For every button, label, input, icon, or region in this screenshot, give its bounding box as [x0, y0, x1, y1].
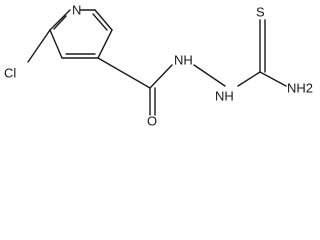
ring-nitrogen-label: N — [72, 3, 81, 18]
bond-c2-cl — [27, 29, 51, 63]
bond-c4-c5 — [97, 29, 113, 59]
hydrazide-nh-2-label: NH — [215, 89, 234, 104]
hydrazide-nh-1-label: NH — [174, 53, 193, 68]
amine-label: NH2 — [287, 81, 313, 96]
chlorine-label: Cl — [4, 66, 16, 81]
pyridine-ring — [49, 9, 113, 59]
bond-c2-c3 — [49, 29, 63, 59]
thione-sulfur-label: S — [256, 5, 265, 20]
bond-carbonyl-nh1 — [149, 64, 173, 89]
bond-c-nh2 — [259, 71, 287, 87]
bond-nh2-thiocarbonyl — [237, 71, 261, 87]
bond-c5-c6-double — [92, 13, 108, 31]
bond-n-c2-double — [53, 15, 67, 30]
bond-nh1-nh2 — [193, 64, 226, 87]
bond-c5-c6 — [94, 9, 113, 31]
bond-ring-carbonyl — [97, 57, 151, 89]
chemical-structure-diagram: N Cl O NH NH S NH2 — [4, 3, 313, 129]
bond-n-c2 — [49, 9, 71, 31]
carbonyl-oxygen-label: O — [147, 114, 157, 129]
